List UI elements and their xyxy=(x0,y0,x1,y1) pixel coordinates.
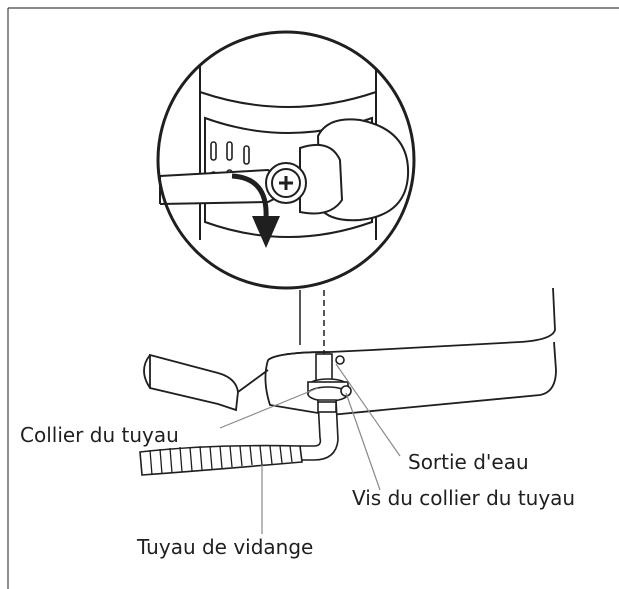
leader-hose-clamp xyxy=(219,387,319,429)
leader-lines xyxy=(219,363,401,534)
screw-head-icon xyxy=(265,162,307,204)
drain-hose xyxy=(139,444,303,476)
rotation-arrow-icon xyxy=(231,173,280,248)
leader-hose-clamp-screw xyxy=(345,392,381,491)
projection-line xyxy=(299,290,325,370)
drain-hose-label: Tuyau de vidange xyxy=(137,535,314,559)
water-outlet-label: Sortie d'eau xyxy=(408,450,529,474)
leader-water-outlet xyxy=(335,363,401,457)
hose-clamp-label: Collier du tuyau xyxy=(20,423,179,447)
machine-base xyxy=(143,287,557,416)
hose-clamp-screw-label: Vis du collier du tuyau xyxy=(352,486,576,510)
magnified-detail xyxy=(156,30,416,290)
diagram-frame xyxy=(7,7,619,589)
